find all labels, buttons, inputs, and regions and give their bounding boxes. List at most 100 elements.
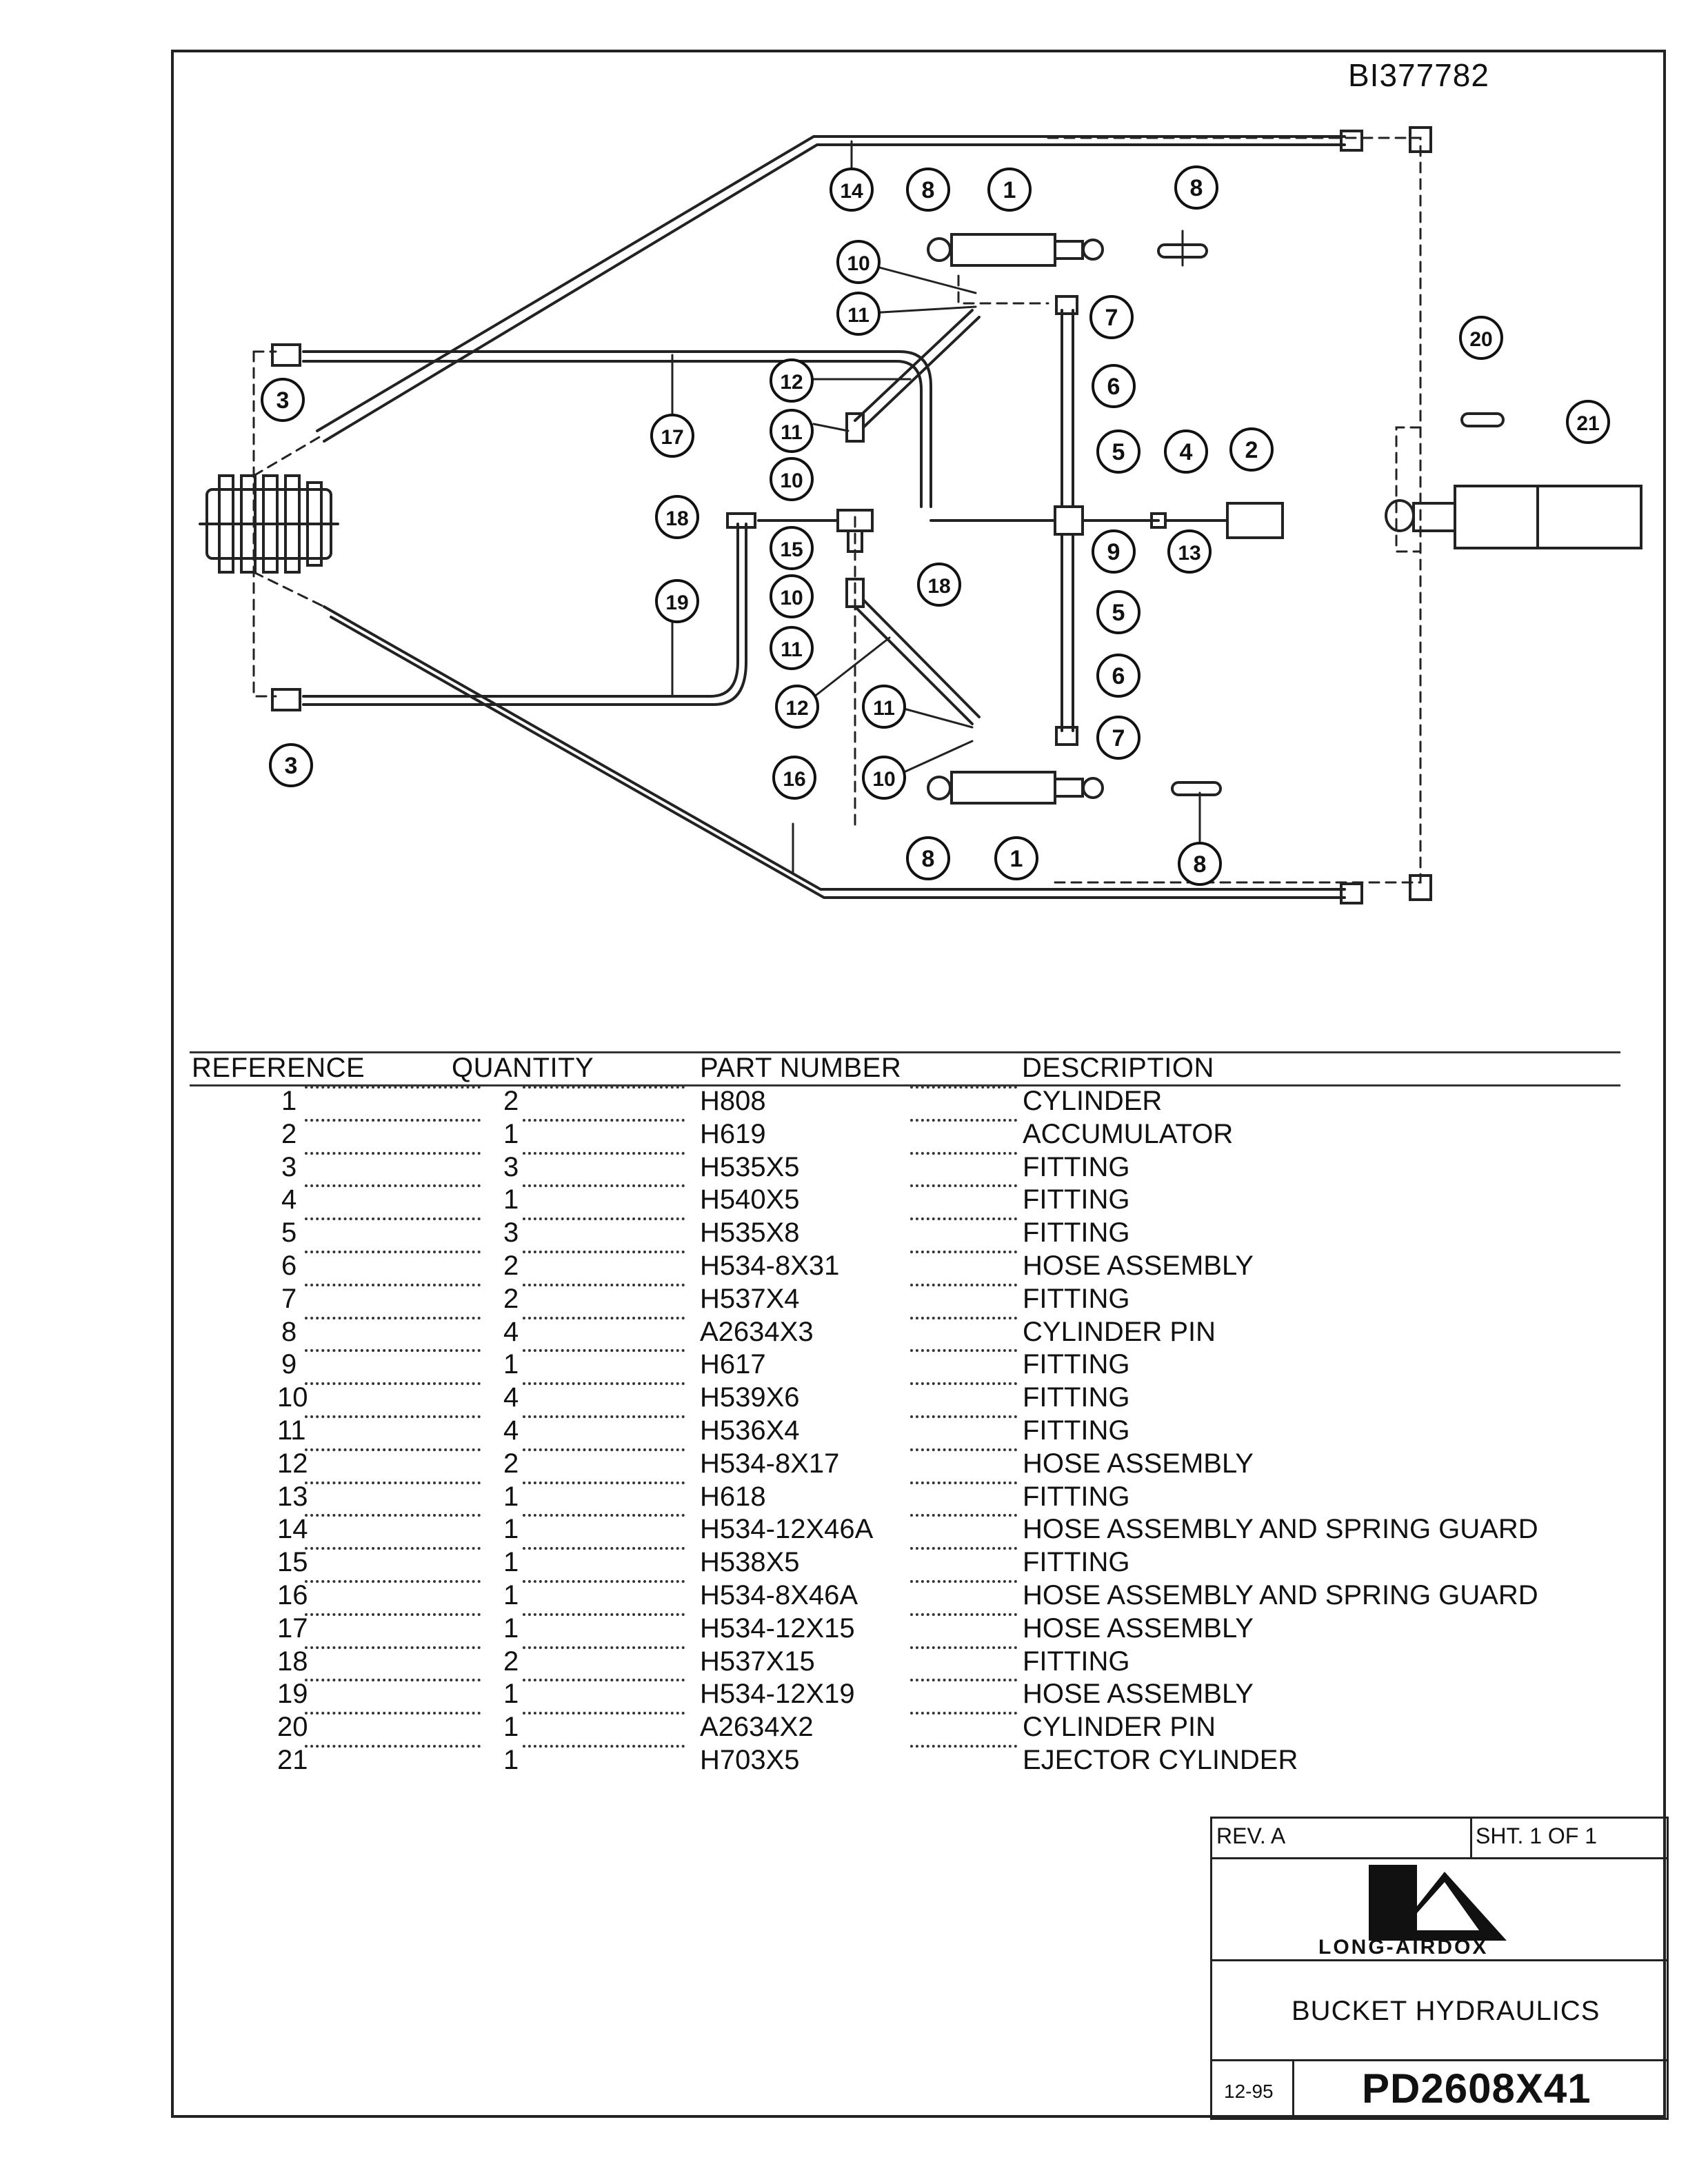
dot-leader: [523, 1382, 685, 1386]
qty-cell: 1: [503, 1118, 519, 1149]
ref-cell: 19: [277, 1679, 308, 1710]
dot-leader: [305, 1382, 481, 1386]
callout-label: 6: [1107, 374, 1121, 400]
part-cell: A2634X3: [700, 1316, 814, 1347]
revision-label: REV. A: [1216, 1823, 1286, 1848]
dot-leader: [523, 1646, 685, 1649]
qty-cell: 2: [503, 1086, 519, 1116]
callout-label: 11: [847, 304, 870, 327]
callout-11: 11: [836, 292, 881, 336]
description-cell: ACCUMULATOR: [1023, 1118, 1234, 1149]
dot-leader: [305, 1349, 481, 1353]
callout-label: 7: [1105, 305, 1118, 331]
callout-15: 15: [770, 526, 814, 570]
dot-leader: [305, 1448, 481, 1451]
callout-18: 18: [917, 563, 961, 607]
dot-leader: [305, 1612, 481, 1616]
hose-assembly-14: [316, 126, 1432, 443]
header-reference: REFERENCE: [192, 1053, 365, 1083]
callout-label: 19: [665, 592, 688, 614]
ref-cell: 16: [277, 1580, 308, 1610]
drawing-title: BUCKET HYDRAULICS: [1292, 1996, 1600, 2026]
callout-label: 14: [840, 180, 863, 203]
description-cell: FITTING: [1023, 1217, 1130, 1248]
dot-leader: [910, 1217, 1017, 1221]
qty-cell: 4: [503, 1415, 519, 1446]
dot-leader: [523, 1679, 685, 1682]
ref-cell: 15: [277, 1547, 308, 1578]
description-cell: HOSE ASSEMBLY: [1023, 1448, 1254, 1479]
ref-cell: 13: [277, 1481, 308, 1512]
sheet-label: SHT. 1 OF 1: [1476, 1823, 1598, 1848]
callout-5: 5: [1096, 590, 1141, 634]
dot-leader: [910, 1184, 1017, 1188]
callout-label: 18: [927, 575, 950, 598]
qty-cell: 1: [503, 1547, 519, 1578]
callout-6: 6: [1092, 364, 1136, 408]
part-cell: H618: [700, 1481, 766, 1512]
qty-cell: 1: [503, 1679, 519, 1710]
callout-label: 3: [285, 753, 298, 779]
control-valve-block: [199, 474, 339, 574]
qty-cell: 3: [503, 1151, 519, 1182]
dot-leader: [523, 1217, 685, 1221]
callout-label: 8: [1190, 175, 1203, 201]
dot-leader: [305, 1316, 481, 1320]
ref-cell: 17: [277, 1612, 308, 1644]
callout-13: 13: [1167, 529, 1212, 574]
callout-label: 10: [872, 768, 895, 791]
dot-leader: [910, 1646, 1017, 1649]
hose-assembly-19: [271, 512, 756, 711]
description-cell: FITTING: [1023, 1481, 1130, 1512]
qty-cell: 2: [503, 1646, 519, 1677]
part-cell: H534-12X19: [700, 1679, 855, 1710]
dot-leader: [910, 1316, 1017, 1320]
callout-11: 11: [770, 409, 814, 453]
dot-leader: [523, 1184, 685, 1188]
dot-leader: [910, 1415, 1017, 1418]
callout-label: 11: [873, 697, 895, 720]
hose-assembly-12: [845, 309, 981, 725]
dot-leader: [523, 1251, 685, 1253]
callout-label: 4: [1180, 439, 1193, 465]
dot-leader: [910, 1151, 1017, 1155]
description-cell: HOSE ASSEMBLY AND SPRING GUARD: [1023, 1514, 1538, 1545]
dot-leader: [910, 1514, 1017, 1517]
dot-leader: [523, 1118, 685, 1122]
qty-cell: 2: [503, 1251, 519, 1281]
description-cell: CYLINDER PIN: [1023, 1316, 1216, 1347]
dot-leader: [523, 1712, 685, 1715]
dot-leader: [910, 1679, 1017, 1682]
ref-cell: 1: [281, 1086, 297, 1116]
description-cell: FITTING: [1023, 1349, 1130, 1380]
dot-leader: [523, 1086, 685, 1089]
qty-cell: 3: [503, 1217, 519, 1248]
cylinder-1-upper: [927, 233, 1208, 267]
callout-3: 3: [261, 378, 305, 422]
callout-14: 14: [830, 168, 874, 212]
dot-leader: [523, 1283, 685, 1286]
ref-cell: 2: [281, 1118, 297, 1149]
callout-5: 5: [1096, 429, 1141, 474]
dot-leader: [910, 1251, 1017, 1253]
description-cell: FITTING: [1023, 1382, 1130, 1413]
ref-cell: 12: [277, 1448, 308, 1479]
part-cell: H536X4: [700, 1415, 800, 1446]
description-cell: FITTING: [1023, 1646, 1130, 1677]
description-cell: HOSE ASSEMBLY: [1023, 1251, 1254, 1281]
callout-leaders: [671, 140, 1201, 873]
description-cell: FITTING: [1023, 1151, 1130, 1182]
title-block-sheet-cell: [1470, 1817, 1669, 1859]
qty-cell: 2: [503, 1283, 519, 1314]
callout-6: 6: [1096, 654, 1141, 698]
callout-label: 15: [780, 538, 803, 561]
callout-label: 6: [1112, 663, 1125, 689]
